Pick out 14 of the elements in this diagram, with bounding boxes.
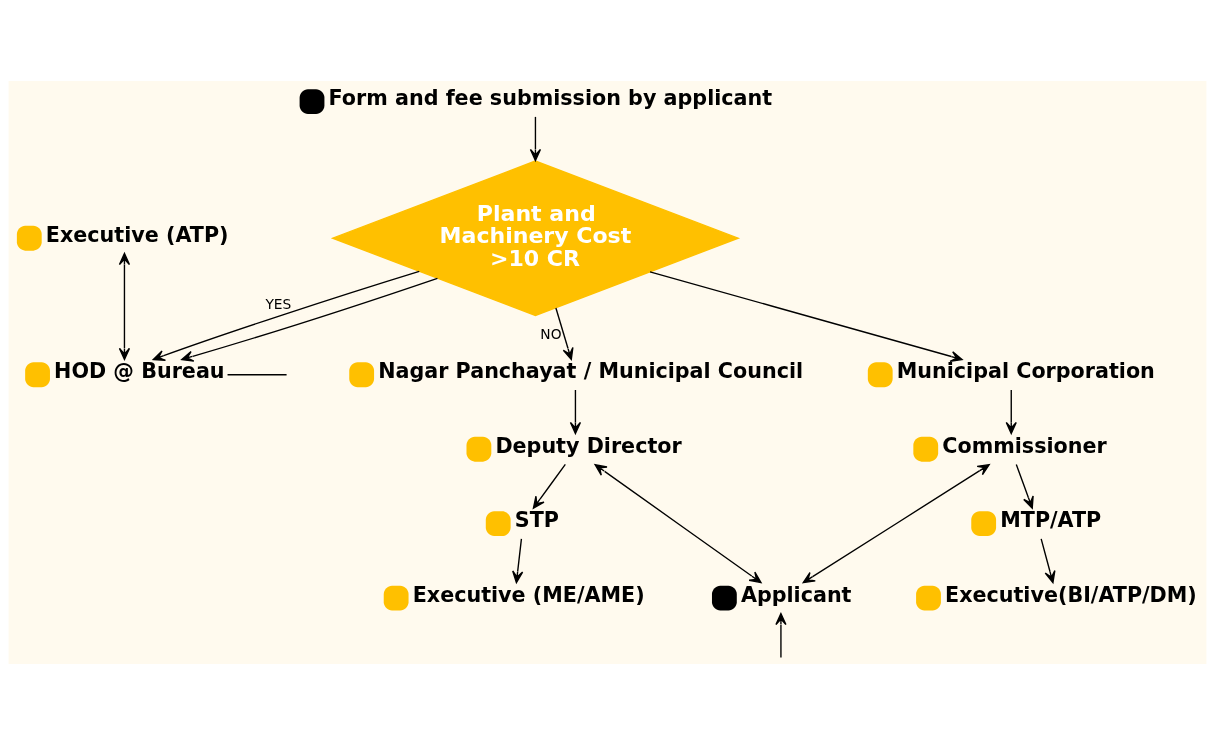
node-label: HOD @ Bureau <box>54 359 225 384</box>
node-label: Form and fee submission by applicant <box>328 86 773 111</box>
node-label: Executive (ME/AME) <box>412 582 645 607</box>
node-label: Executive (ATP) <box>45 222 229 247</box>
node-label: Nagar Panchayat / Municipal Council <box>378 359 804 384</box>
node-label: Executive(BI/ATP/DM) <box>945 582 1197 607</box>
edge-label: YES <box>265 296 292 313</box>
node-label: MTP/ATP <box>1000 508 1102 533</box>
node-label: Commissioner <box>942 433 1107 458</box>
node-label: Municipal Corporation <box>896 359 1155 384</box>
node-label: Applicant <box>740 582 852 607</box>
edge-label: NO <box>540 326 562 343</box>
node-label: STP <box>514 508 559 533</box>
node-label: Deputy Director <box>495 433 682 458</box>
